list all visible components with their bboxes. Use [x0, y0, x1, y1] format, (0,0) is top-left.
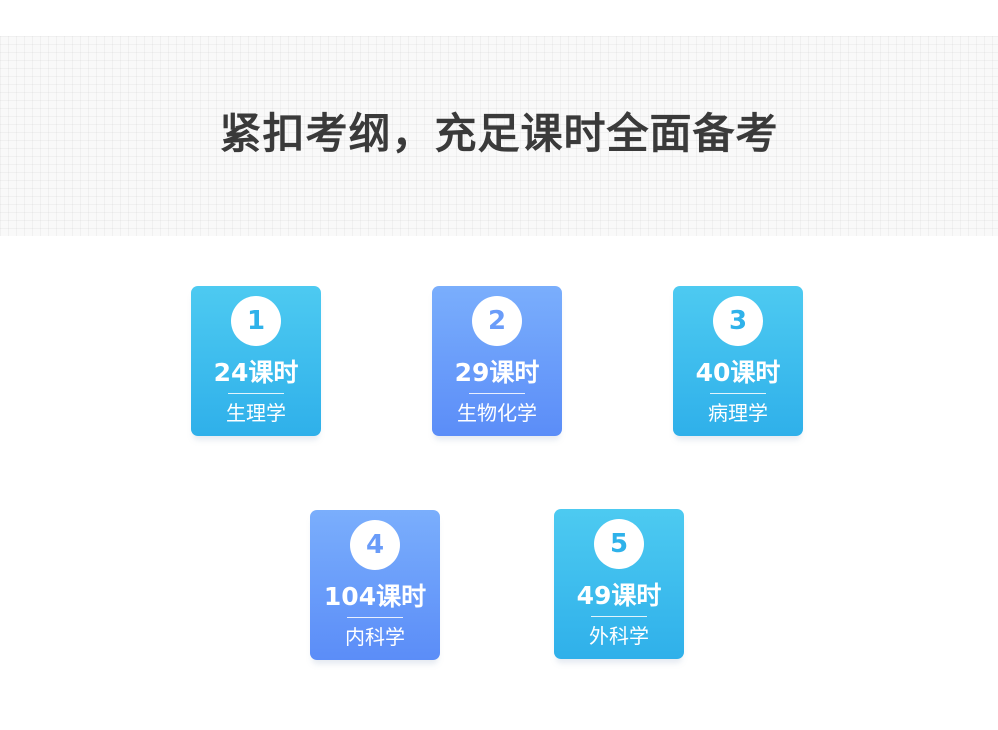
card-divider: [228, 393, 284, 394]
card-subject: 病理学: [708, 401, 768, 425]
card-number-badge: 4: [350, 520, 400, 570]
card-number-badge: 1: [231, 296, 281, 346]
card-subject: 生理学: [226, 401, 286, 425]
card-subject: 外科学: [589, 624, 649, 648]
card-divider: [347, 617, 403, 618]
card-divider: [591, 616, 647, 617]
card-divider: [710, 393, 766, 394]
page-title: 紧扣考纲，充足课时全面备考: [219, 109, 779, 158]
card-number-badge: 5: [594, 519, 644, 569]
card-hours: 104课时: [323, 582, 427, 611]
card-hours: 49课时: [576, 581, 662, 610]
card-hours: 24课时: [213, 358, 299, 387]
course-card-5: 5 49课时 外科学: [554, 509, 684, 659]
card-number-badge: 2: [472, 296, 522, 346]
course-card-4: 4 104课时 内科学: [310, 510, 440, 660]
card-number-badge: 3: [713, 296, 763, 346]
course-card-1: 1 24课时 生理学: [191, 286, 321, 436]
card-subject: 生物化学: [457, 401, 537, 425]
card-hours: 29课时: [454, 358, 540, 387]
course-card-2: 2 29课时 生物化学: [432, 286, 562, 436]
header-band: [0, 36, 998, 236]
course-card-3: 3 40课时 病理学: [673, 286, 803, 436]
card-hours: 40课时: [695, 358, 781, 387]
card-divider: [469, 393, 525, 394]
card-subject: 内科学: [345, 625, 405, 649]
